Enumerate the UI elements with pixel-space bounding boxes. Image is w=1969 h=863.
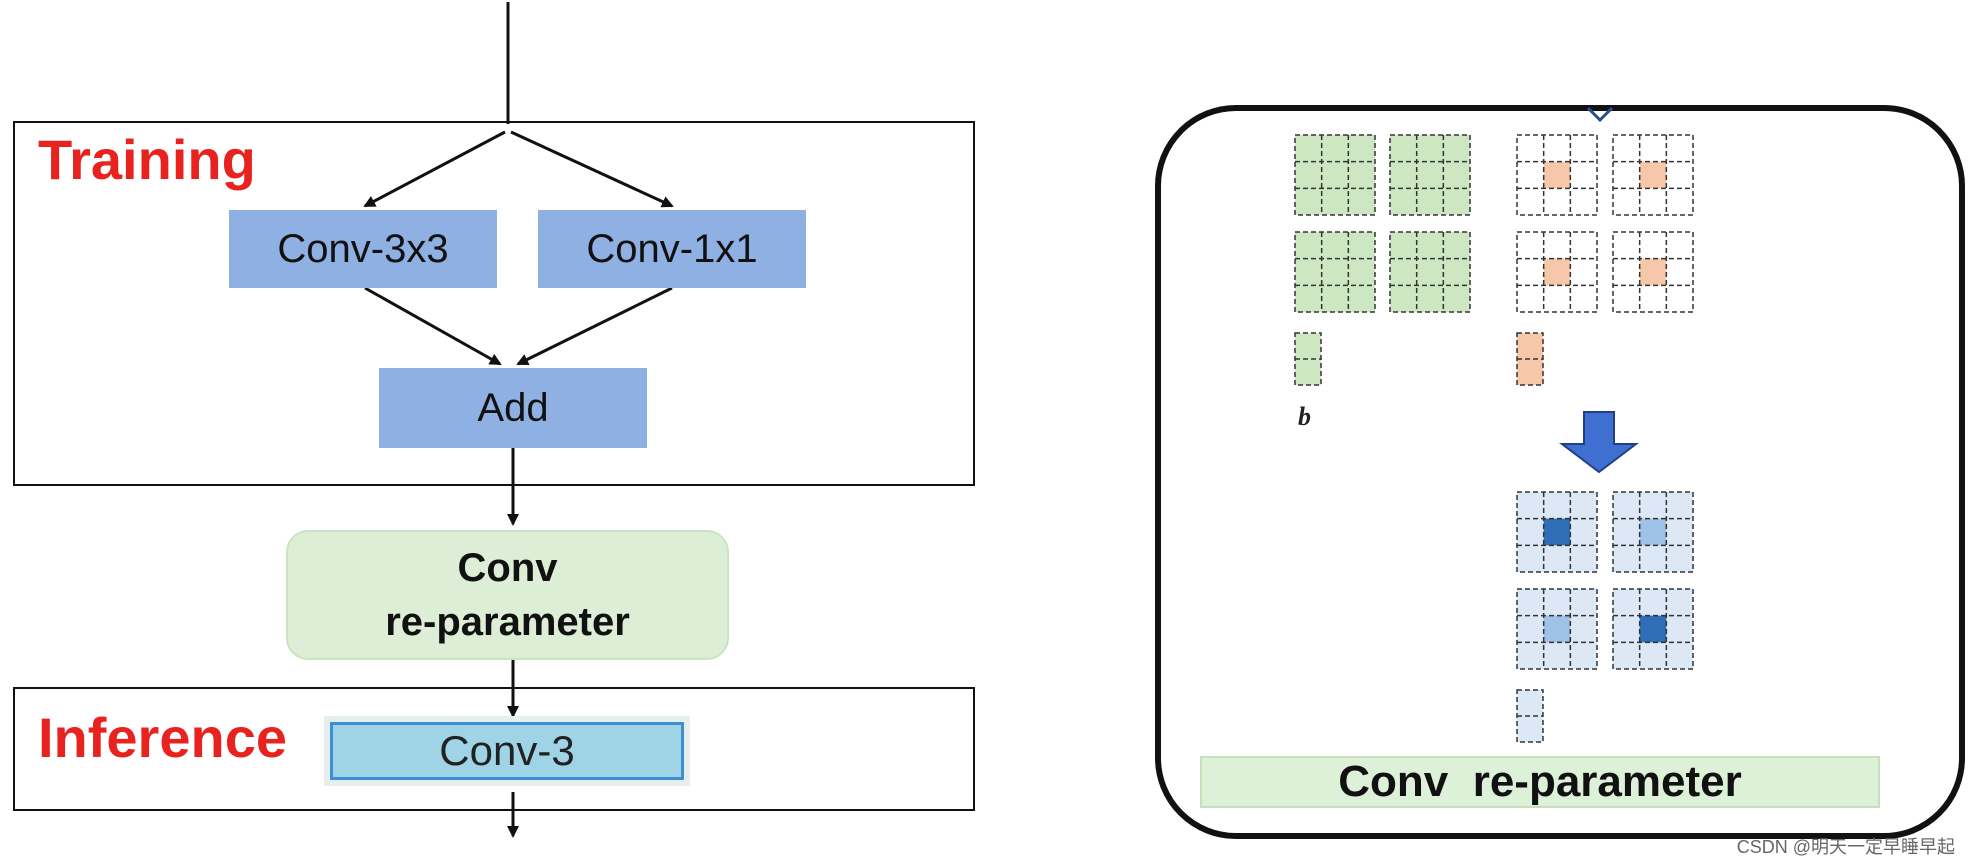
arrow-conv1x1-to-add	[516, 286, 673, 366]
orange-kernel	[1612, 134, 1694, 216]
arrow-conv3x3-to-add	[364, 286, 502, 366]
orange-kernel-grids	[1516, 134, 1694, 386]
watermark: CSDN @明天一定早睡早起	[1736, 837, 1955, 857]
add-box: Add	[379, 368, 647, 448]
blue-kernel-grids	[1516, 491, 1694, 743]
green-kernel	[1389, 231, 1471, 313]
training-frame	[13, 121, 975, 486]
inference-conv-box: Conv-3	[330, 722, 684, 780]
down-arrow-icon	[1559, 411, 1639, 474]
green-kernel-grids	[1294, 134, 1471, 386]
arrow-to-conv1x1	[510, 130, 674, 208]
orange-bias-strip	[1516, 332, 1544, 386]
conv3x3-box: Conv-3x3	[229, 210, 497, 288]
blue-kernel	[1612, 588, 1694, 670]
training-label: Training	[38, 128, 256, 191]
conv1x1-box: Conv-1x1	[538, 210, 806, 288]
right-panel-frame	[1155, 105, 1965, 839]
reparam-line1: Conv	[457, 546, 558, 590]
orange-kernel	[1516, 134, 1598, 216]
green-bias-strip	[1294, 332, 1322, 386]
green-kernel	[1294, 134, 1376, 216]
blue-bias-strip	[1516, 689, 1544, 743]
green-kernel	[1294, 231, 1376, 313]
blue-kernel	[1516, 588, 1598, 670]
inference-frame	[13, 687, 975, 811]
arrow-to-conv3x3	[363, 130, 506, 208]
inference-label: Inference	[38, 706, 287, 769]
green-kernel	[1389, 134, 1471, 216]
b-label: b	[1298, 402, 1311, 431]
blue-kernel	[1516, 491, 1598, 573]
orange-kernel	[1612, 231, 1694, 313]
top-notch	[1586, 106, 1614, 123]
reparam-box: Conv re-parameter	[286, 530, 729, 660]
conv-reparameter-bar: Conv re-parameter	[1200, 756, 1880, 808]
orange-kernel	[1516, 231, 1598, 313]
reparam-line2: re-parameter	[385, 600, 630, 644]
blue-kernel	[1612, 491, 1694, 573]
